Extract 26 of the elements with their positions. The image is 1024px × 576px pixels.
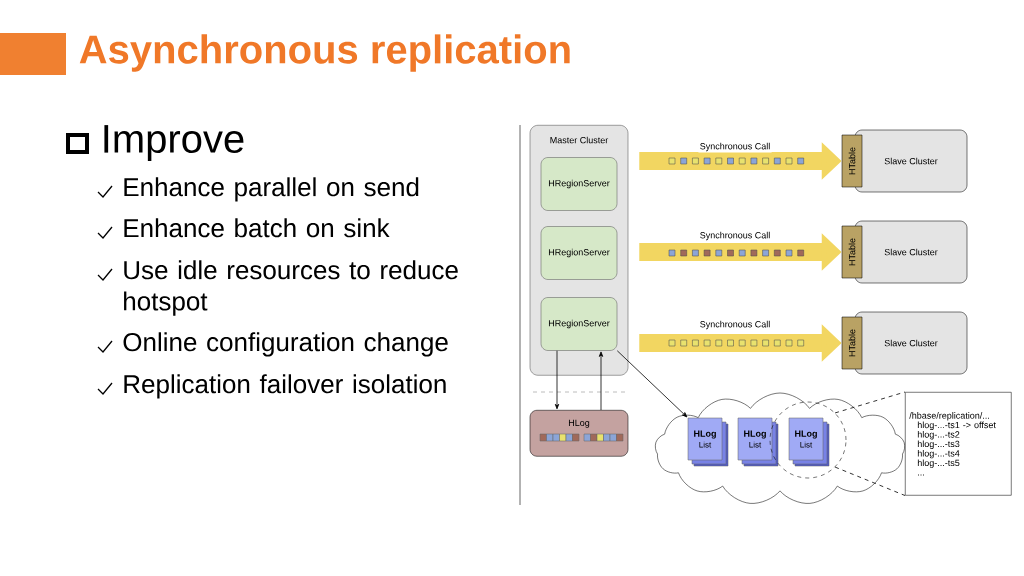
- leader-line: [834, 466, 906, 496]
- bullet-item: Online configuration change: [123, 332, 448, 357]
- edge-label: Synchronous Call: [698, 141, 772, 153]
- heading: Improve: [104, 125, 244, 161]
- leader-line: [834, 391, 906, 414]
- server-box: HRegionServer: [540, 226, 618, 280]
- text-box: /hbase/replication/... hlog-...-ts1 -> offset hlog-...-ts2 hlog-...-ts3 hlog-...-ts4 hlog-...-ts5 ...: [905, 392, 1012, 496]
- arrow: [616, 350, 688, 418]
- bullet-item: Use idle resources to reduce hotspot: [124, 260, 458, 316]
- dashed-circle: [769, 401, 847, 479]
- document-stack: HLog List: [737, 417, 779, 467]
- table-tab: HTable: [841, 134, 863, 188]
- arrow: [598, 351, 604, 411]
- server-box: HRegionServer: [540, 297, 618, 351]
- document-stack: HLog List: [687, 417, 729, 467]
- slide-title: Asynchronous replication: [79, 34, 570, 72]
- edge-label: Synchronous Call: [698, 230, 772, 242]
- bullet-item: Enhance parallel on send: [124, 177, 419, 202]
- bullet-item: Enhance batch on sink: [124, 218, 390, 238]
- server-box: HRegionServer: [540, 157, 618, 211]
- arrow: [554, 350, 560, 410]
- bullet-item: Replication failover isolation: [124, 374, 446, 399]
- edge-label: Synchronous Call: [698, 319, 772, 331]
- document-stack: HLog List: [788, 417, 830, 467]
- table-tab: HTable: [841, 316, 863, 370]
- table-tab: HTable: [841, 225, 863, 279]
